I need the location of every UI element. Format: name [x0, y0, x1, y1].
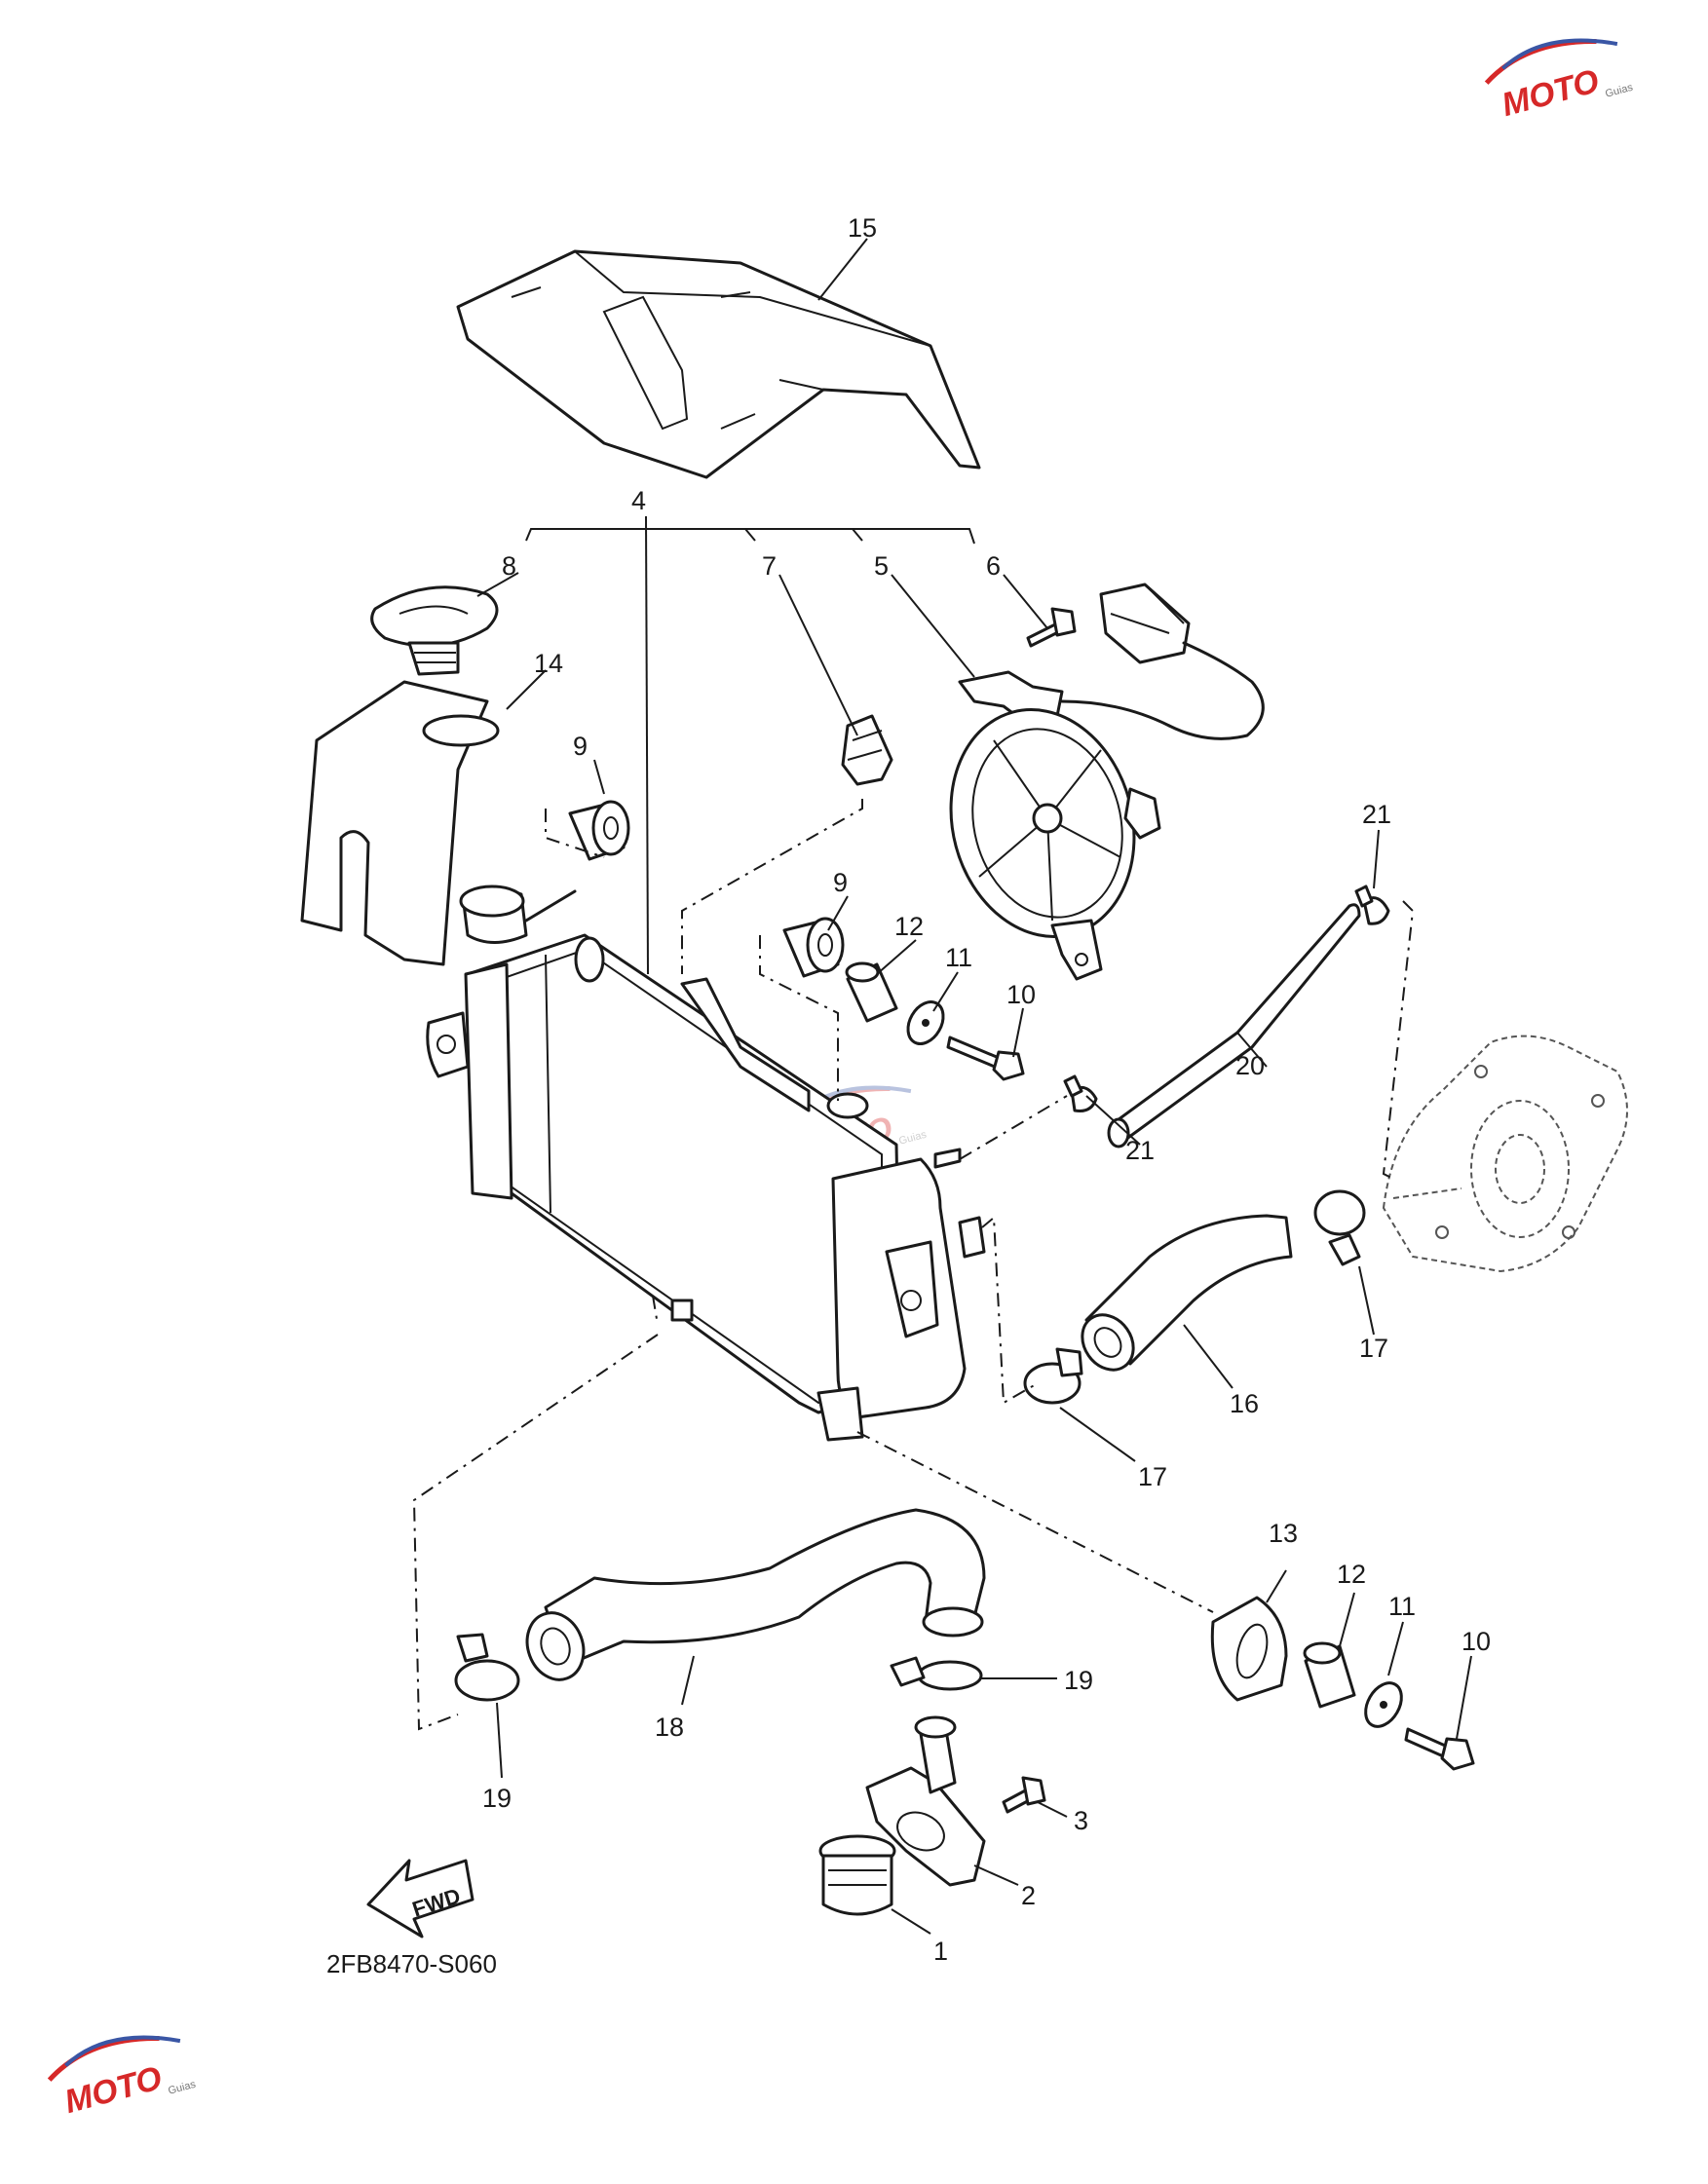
- callout-3: 3: [1074, 1806, 1088, 1835]
- part-12-collar-lower: [1303, 1641, 1356, 1709]
- part-12-collar-upper: [845, 961, 898, 1023]
- watermark-tagline-text: Guias: [167, 2079, 197, 2097]
- part-17-clamp-upper: [1313, 1189, 1366, 1266]
- callout-13: 13: [1269, 1519, 1298, 1548]
- callout-9-upper: 9: [573, 732, 588, 761]
- fan-connector: [1060, 583, 1265, 740]
- part-11-washer-lower: [1364, 1681, 1403, 1728]
- part-11-washer-upper: [906, 1000, 945, 1045]
- part-3-bolt: [1002, 1776, 1046, 1814]
- callout-21-lower: 21: [1125, 1136, 1155, 1165]
- callout-8: 8: [502, 551, 516, 581]
- part-16-hose: [1081, 1214, 1293, 1372]
- watermark-brand-text: MOTO: [60, 2059, 166, 2121]
- diagram-code: 2FB8470-S060: [326, 1949, 497, 1978]
- callout-labels: 15 4 8 7 5 6 14 9 21 9 12 11 10 20 21 17…: [482, 213, 1491, 1966]
- watermark-logo-bottom-left: MOTO Guias: [47, 2035, 198, 2121]
- callout-9-lower: 9: [833, 868, 848, 897]
- callout-14: 14: [534, 649, 563, 678]
- callout-5: 5: [874, 551, 889, 581]
- watermark-tagline-text: Guias: [1604, 82, 1634, 100]
- callout-10-upper: 10: [1006, 980, 1036, 1009]
- callout-4: 4: [631, 486, 646, 515]
- callout-17-lower: 17: [1138, 1462, 1167, 1491]
- part-15-radiator-cover: [456, 249, 981, 479]
- callout-18: 18: [655, 1713, 684, 1742]
- callout-6: 6: [986, 551, 1001, 581]
- callout-17-right: 17: [1359, 1334, 1388, 1363]
- part-7-clamp: [841, 714, 893, 786]
- part-19-clamp-left: [454, 1633, 520, 1702]
- watermark-tagline-text: Guias: [897, 1129, 928, 1148]
- part-2-thermostat-cover: [865, 1715, 986, 1887]
- part-5-fan-assembly: [949, 670, 1161, 981]
- part-19-clamp-right: [890, 1656, 983, 1691]
- part-10-bolt-upper: [946, 1036, 1025, 1081]
- callout-19-left: 19: [482, 1784, 512, 1813]
- part-9-grommet-upper: [568, 800, 630, 861]
- callout-20: 20: [1235, 1051, 1265, 1080]
- assembly-dash-lines: [412, 799, 1415, 1731]
- callout-7: 7: [762, 551, 777, 581]
- part-1-thermostat: [818, 1834, 896, 1916]
- leader-lines: [476, 238, 1472, 1935]
- callout-10-lower: 10: [1461, 1627, 1491, 1656]
- part-18-lower-hose: [525, 1508, 986, 1681]
- part-10-bolt-lower: [1404, 1727, 1475, 1771]
- watermark-brand-text: MOTO: [1498, 62, 1603, 124]
- callout-12-upper: 12: [894, 912, 924, 941]
- callout-16: 16: [1230, 1389, 1259, 1418]
- callout-21-upper: 21: [1362, 800, 1391, 829]
- part-14-guard-plate: [300, 680, 500, 966]
- part-13-damper: [1210, 1596, 1288, 1702]
- part-21-clip-upper: [1354, 885, 1390, 925]
- callout-11-lower: 11: [1388, 1592, 1416, 1621]
- callout-15: 15: [848, 213, 877, 243]
- part-8-radiator-cap: [370, 585, 499, 676]
- water-pump-housing: [1382, 1035, 1628, 1273]
- callout-12-lower: 12: [1337, 1560, 1366, 1589]
- part-21-clip-lower: [1063, 1074, 1098, 1112]
- callout-2: 2: [1021, 1881, 1036, 1910]
- watermark-logo-top-right: MOTO Guias: [1484, 38, 1635, 124]
- part-4-radiator: [426, 885, 986, 1442]
- part-20-breather-hose: [1107, 903, 1361, 1148]
- fwd-arrow-icon: FWD: [366, 1859, 474, 1939]
- callout-11-upper: 11: [945, 943, 972, 972]
- assembly-bracket: [525, 528, 975, 545]
- part-9-grommet-lower: [782, 917, 845, 978]
- part-17-clamp-lower: [1023, 1347, 1083, 1405]
- callout-19-right: 19: [1064, 1666, 1093, 1695]
- callout-1: 1: [933, 1937, 948, 1966]
